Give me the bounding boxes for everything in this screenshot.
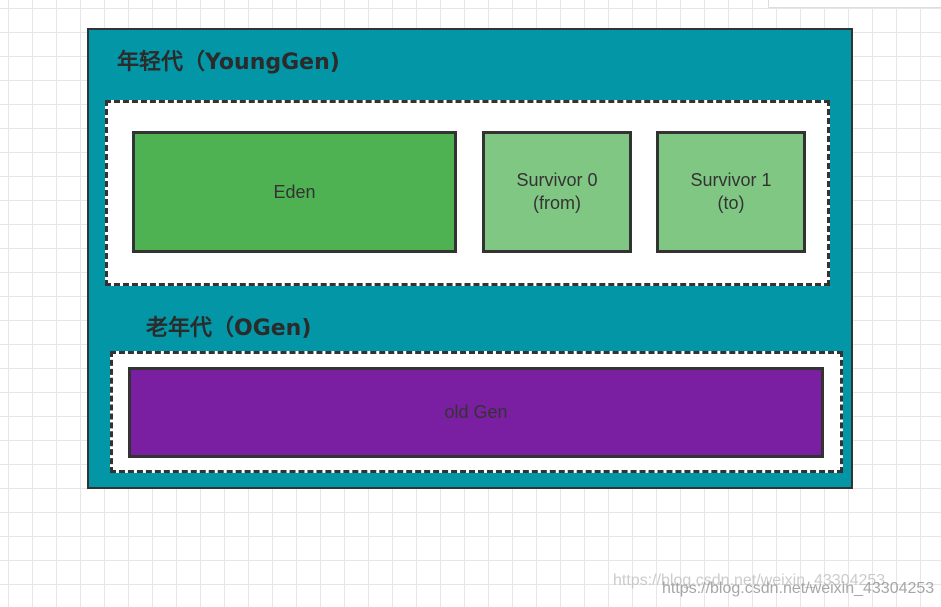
eden-block: Eden — [132, 131, 457, 253]
old-gen-title: 老年代（OGen) — [146, 316, 312, 341]
watermark-faded: https://blog.csdn.net/weixin_43304253 — [613, 572, 886, 589]
watermark: https://blog.csdn.net/weixin_43304253 — [662, 580, 935, 597]
survivor-0-block: Survivor 0 (from) — [482, 131, 632, 253]
survivor-1-block: Survivor 1 (to) — [656, 131, 806, 253]
survivor-1-sublabel: (to) — [717, 193, 745, 213]
young-gen-title: 年轻代（YoungGen) — [117, 50, 340, 75]
survivor-1-label: Survivor 1 — [690, 170, 772, 190]
old-gen-block: old Gen — [128, 367, 824, 458]
canvas-corner-strip — [768, 0, 941, 8]
survivor-0-sublabel: (from) — [533, 193, 581, 213]
eden-label: Eden — [273, 181, 316, 202]
old-gen-label: old Gen — [444, 402, 508, 422]
survivor-0-label: Survivor 0 — [516, 170, 598, 190]
